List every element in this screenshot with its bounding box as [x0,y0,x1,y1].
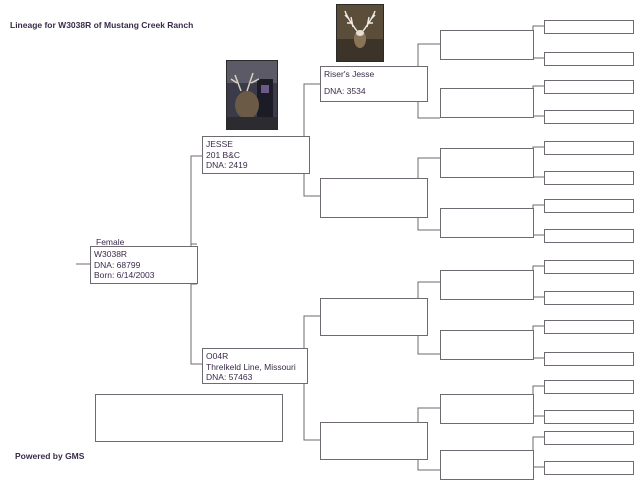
notes-box [95,394,283,442]
dam-line: Threlkeld Line, Missouri [206,361,296,372]
sire-dna: DNA: 2419 [206,160,248,170]
gg-grandparent-box-4 [544,110,634,124]
dam-name: O04R [206,351,229,361]
dam-dam-box [320,422,428,460]
subject-dna: DNA: 68799 [94,259,141,270]
gg-grandparent-box-11 [544,320,634,334]
gg-grandparent-box-12 [544,352,634,366]
sire-sire-photo [336,4,384,62]
gg-grandparent-box-2 [544,52,634,66]
gg-grandparent-box-7 [544,199,634,213]
subject-gender: Female [96,237,125,247]
gg-grandparent-box-3 [544,80,634,94]
gg-grandparent-box-8 [544,229,634,243]
great-grandparent-box-2 [440,88,534,118]
gg-grandparent-box-1 [544,20,634,34]
great-grandparent-box-4 [440,208,534,238]
sire-box: JESSE 201 B&C DNA: 2419 [202,136,310,174]
gg-grandparent-box-9 [544,260,634,274]
great-grandparent-box-5 [440,270,534,300]
whitetail-buck-photo-icon [337,5,383,61]
gg-grandparent-box-13 [544,380,634,394]
great-grandparent-box-8 [440,450,534,480]
sire-photo [226,60,278,130]
gg-grandparent-box-16 [544,461,634,475]
great-grandparent-box-1 [440,30,534,60]
subject-box: W3038R DNA: 68799 Born: 6/14/2003 [90,246,198,284]
dam-dna: DNA: 57463 [206,372,253,382]
page-title: Lineage for W3038R of Mustang Creek Ranc… [10,20,194,30]
great-grandparent-box-3 [440,148,534,178]
dam-box: O04R Threlkeld Line, Missouri DNA: 57463 [202,348,308,384]
sire-score: 201 B&C [206,149,241,160]
sire-sire-name: Riser's Jesse [324,69,375,79]
great-grandparent-box-6 [440,330,534,360]
sire-sire-dna: DNA: 3534 [324,85,366,96]
sire-name: JESSE [206,139,233,149]
gg-grandparent-box-15 [544,431,634,445]
sire-dam-box [320,178,428,218]
gg-grandparent-box-10 [544,291,634,305]
subject-born: Born: 6/14/2003 [94,270,155,280]
gg-grandparent-box-6 [544,171,634,185]
gg-grandparent-box-14 [544,410,634,424]
sire-sire-box: Riser's Jesse DNA: 3534 [320,66,428,102]
powered-by-footer: Powered by GMS [15,451,85,461]
gg-grandparent-box-5 [544,141,634,155]
great-grandparent-box-7 [440,394,534,424]
subject-id: W3038R [94,249,128,259]
buck-with-hunter-photo-icon [227,61,277,129]
dam-sire-box [320,298,428,336]
